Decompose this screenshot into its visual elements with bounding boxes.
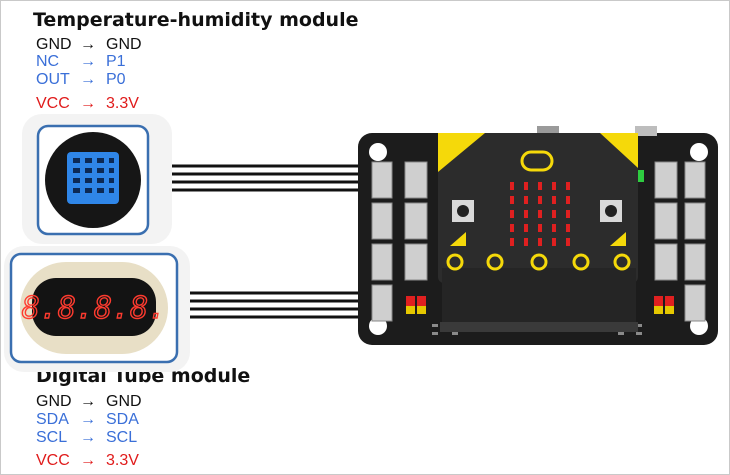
dt-pin-vcc: VCC→3.3V [36, 452, 139, 469]
microbit-icon [438, 133, 638, 332]
led-matrix [510, 182, 570, 246]
tube-digits: 8.8.8.8. [22, 291, 167, 326]
dt-pin-gnd: GND→GND [36, 393, 142, 410]
tube-cable [178, 291, 378, 319]
temp-humidity-title: Temperature-humidity module [33, 9, 359, 31]
dt-pin-sda: SDA→SDA [36, 411, 139, 428]
th-pin-gnd: GND→GND [36, 36, 142, 53]
sensor-cable [150, 164, 378, 192]
th-pin-nc: NC→P1 [36, 53, 126, 70]
digital-tube-icon [4, 246, 190, 372]
dht11-sensor-icon [22, 114, 172, 244]
th-pin-vcc: VCC→3.3V [36, 95, 139, 112]
dt-pin-scl: SCL→SCL [36, 429, 138, 446]
th-pin-out: OUT→P0 [36, 71, 126, 88]
